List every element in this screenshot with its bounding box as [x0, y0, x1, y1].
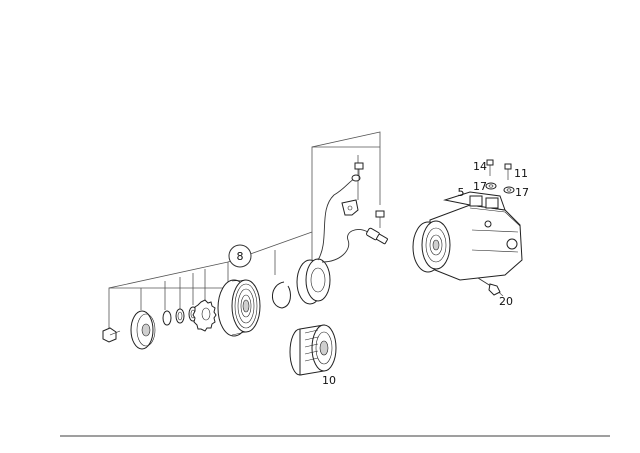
circlip-part [272, 281, 291, 309]
front-plate-part [130, 310, 156, 350]
shim-washers [162, 306, 198, 326]
snap-ring-part [192, 299, 217, 332]
field-coil-part [296, 258, 331, 305]
label-10: 10 [322, 374, 336, 387]
label-11: 11 [514, 167, 528, 180]
label-17-b: 17 [515, 186, 529, 199]
callout-8: 8 [228, 244, 252, 268]
label-20: 20 [499, 295, 513, 308]
bolt-part [102, 327, 121, 343]
drive-pulley-part [289, 324, 337, 376]
screws-upper [354, 162, 385, 228]
mounting-bolt-part [477, 277, 501, 296]
label-5: 5 [458, 186, 465, 199]
label-14: 14 [473, 160, 487, 173]
label-17-a: 17 [473, 180, 487, 193]
pulley-part [217, 279, 261, 337]
compressor-part [412, 191, 523, 281]
label-8: 8 [237, 250, 244, 263]
small-fasteners [485, 159, 515, 194]
wiring-cable-part [317, 174, 388, 263]
